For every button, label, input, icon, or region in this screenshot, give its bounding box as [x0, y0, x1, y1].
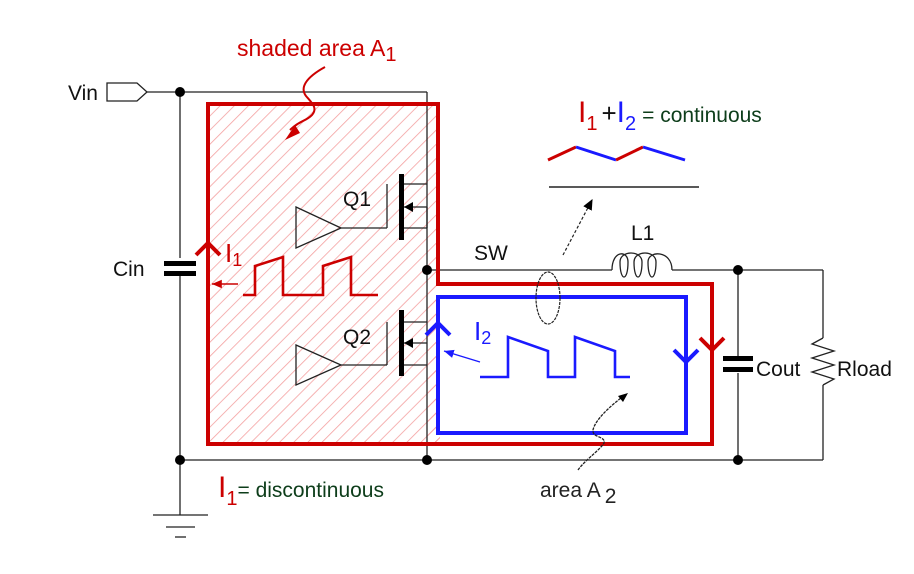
vin-label: Vin — [68, 82, 98, 105]
i2-arrow-up — [424, 320, 452, 337]
shaded-area-pointer-head — [285, 125, 300, 140]
sw-label: SW — [474, 242, 508, 265]
cin-label: Cin — [113, 258, 145, 281]
area-a2-pointer-head — [618, 393, 628, 402]
junction-dots — [175, 87, 743, 465]
current-probe-ellipse — [535, 271, 561, 325]
sum-waveform — [547, 145, 699, 188]
svg-text:I1= discontinuous: I1= discontinuous — [218, 471, 384, 510]
q1-label: Q1 — [343, 188, 371, 211]
mosfet-q1-symbol — [295, 174, 428, 250]
i2-label: I2 — [474, 316, 491, 348]
circuit-wires — [106, 82, 837, 538]
area-a2-pointer — [577, 394, 626, 471]
cout-label: Cout — [756, 358, 801, 381]
q2-label: Q2 — [343, 326, 371, 349]
discontinuous-equation: I1= discontinuous — [218, 471, 384, 510]
l1-label: L1 — [631, 222, 654, 245]
rload-label: Rload — [837, 358, 892, 381]
i2-arrow-down — [672, 348, 700, 365]
inductor-l1-symbol — [611, 252, 673, 278]
i1-label: I1 — [225, 238, 242, 270]
mosfet-q2-symbol — [295, 310, 427, 387]
i1-arrow-up — [194, 240, 222, 257]
sum-equation: I1+I2= continuous — [578, 96, 762, 135]
vin-port — [106, 82, 148, 102]
current-loop-i2 — [436, 295, 688, 435]
current-loop-i1 — [206, 102, 714, 446]
svg-text:I1+I2= continuous: I1+I2= continuous — [578, 96, 762, 135]
i1-arrow-down — [698, 336, 726, 353]
shaded-area-label: shaded area A1 — [237, 35, 396, 66]
i1-waveform — [212, 255, 378, 297]
cin-capacitor-symbol — [164, 261, 196, 276]
shaded-area-pointer — [289, 66, 326, 131]
probe-pointer-arrow — [562, 198, 593, 256]
i2-waveform — [443, 335, 630, 379]
cout-capacitor-symbol — [723, 356, 753, 372]
